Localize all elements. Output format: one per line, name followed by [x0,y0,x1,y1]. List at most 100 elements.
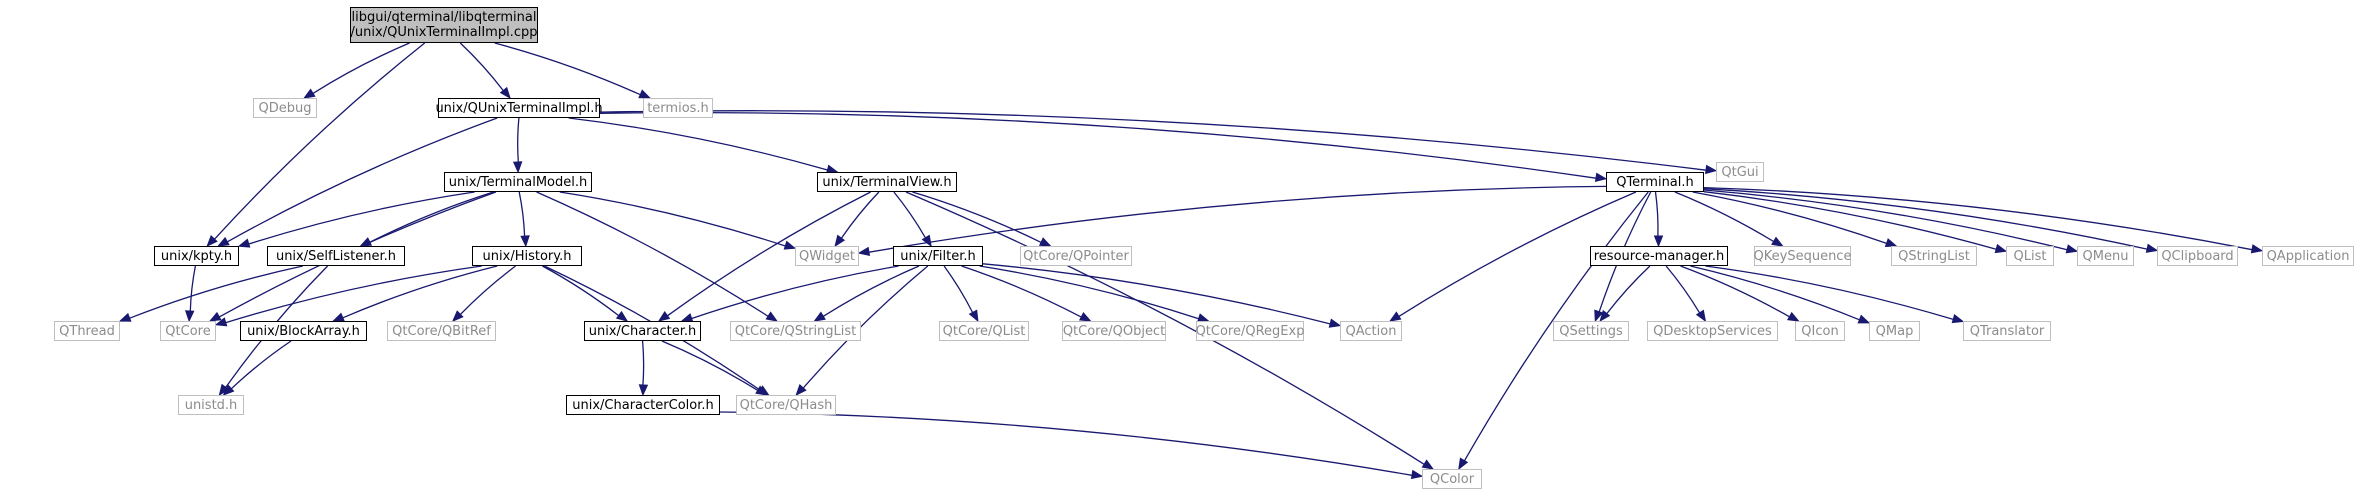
node-label: termios.h [647,100,709,116]
node-label: QColor [1429,471,1475,487]
arrowhead-filter-to-qtcore_qlist [968,309,979,323]
edge-history-to-qtcore [225,265,482,324]
edge-qterminal-to-qwidget [868,185,1607,253]
node-history[interactable]: unix/History.h [472,246,582,266]
node-qtcore-qpointer: QtCore/QPointer [1020,246,1132,266]
node-label: QtCore/QStringList [734,323,857,339]
node-qterminal[interactable]: QTerminal.h [1606,172,1704,192]
node-qlist: QList [2006,246,2054,266]
node-label: QIcon [1801,323,1839,339]
edge-filter-to-qtcore_qstringlist [822,265,920,317]
node-filter[interactable]: unix/Filter.h [893,246,983,266]
arrowhead-terminalview-to-qwidget [834,234,846,248]
node-quniximpl-h[interactable]: unix/QUnixTerminalImpl.h [435,98,603,118]
node-character[interactable]: unix/Character.h [584,321,701,341]
node-label: unix/History.h [482,248,572,264]
node-qaction: QAction [1340,321,1402,341]
edge-terminalview-to-filter [893,191,926,239]
edge-terminalview-to-qwidget [840,191,880,239]
node-root-label-line: /unix/QUnixTerminalImpl.cpp [350,25,538,40]
node-label: QDebug [258,100,312,116]
node-qcolor: QColor [1422,469,1482,489]
node-qtcore-qbitref: QtCore/QBitRef [387,321,496,341]
node-label: QApplication [2266,248,2350,264]
node-label: QtCore/QPointer [1023,248,1129,264]
node-label: QClipboard [2161,248,2234,264]
node-selflistener[interactable]: unix/SelfListener.h [267,246,405,266]
arrowhead-resourcemanager-to-qmap [1857,314,1871,324]
edge-character-to-qtcore_qhash [661,340,759,391]
arrowhead-qterminal-to-qsettings [1594,309,1604,323]
edge-qterminal-to-qstringlist [1692,191,1887,245]
arrowhead-terminalmodel-to-qwidget [783,240,797,250]
arrowhead-root-to-quniximpl_h [499,86,511,100]
edge-qterminal-to-qcolor [1463,191,1649,462]
edge-terminalview-to-character [667,191,871,317]
node-label: QtCore [165,323,211,339]
arrowhead-quniximpl_h-to-qterminal [1594,172,1608,182]
node-qtcore-qhash: QtCore/QHash [736,395,836,415]
arrowhead-kpty-to-qtcore [184,310,195,323]
node-label: unix/TerminalModel.h [448,174,588,190]
edge-quniximpl_h-to-terminalmodel [517,117,520,163]
edge-filter-to-qtcore_qhash [802,265,929,389]
node-label: QThread [59,323,115,339]
node-qtgui: QtGui [1716,162,1764,182]
node-resourcemanager[interactable]: resource-manager.h [1590,246,1728,266]
arrowhead-character-to-qtcore_qhash [755,385,768,396]
node-qicon: QIcon [1795,321,1845,341]
node-label: unix/TerminalView.h [822,174,952,190]
node-kpty[interactable]: unix/kpty.h [154,246,239,266]
arrowhead-resourcemanager-to-qtranslator [1951,314,1965,324]
node-terminalmodel[interactable]: unix/TerminalModel.h [444,172,592,192]
edge-quniximpl_h-to-terminalview [568,117,828,171]
edge-qterminal-to-qapplication [1703,186,2253,251]
edge-terminalmodel-to-qtcore_qstringlist [536,191,769,317]
arrowhead-qterminal-to-qlist [1994,243,2008,254]
node-qwidget: QWidget [795,246,859,266]
edge-filter-to-qtcore_qregexp [979,265,1199,320]
edge-kpty-to-qtcore [189,265,197,312]
arrowhead-qterminal-to-resourcemanager [1653,235,1664,248]
arrowhead-terminalview-to-qtcore_qpointer [1038,237,1052,247]
edge-root-to-termios [494,42,641,96]
node-label: QTranslator [1969,323,2045,339]
edge-filter-to-qaction [982,263,1331,325]
node-charactercolor[interactable]: unix/CharacterColor.h [566,395,720,415]
edge-terminalview-to-qcolor [905,191,1425,465]
edge-qterminal-to-qkeysequence [1674,191,1774,243]
node-label: QStringList [1898,248,1970,264]
node-terminalview[interactable]: unix/TerminalView.h [817,172,957,192]
node-label: unix/BlockArray.h [247,323,360,339]
node-qclipboard: QClipboard [2157,246,2238,266]
node-blockarray[interactable]: unix/BlockArray.h [240,321,367,341]
edge-resourcemanager-to-qmap [1690,265,1860,321]
arrowhead-qterminal-to-qstringlist [1884,238,1898,248]
node-label: QTerminal.h [1616,174,1694,190]
node-label: resource-manager.h [1593,248,1725,264]
node-qdesktopservices: QDesktopServices [1647,321,1778,341]
node-label: unix/SelfListener.h [275,248,397,264]
node-label: unix/Filter.h [900,248,976,264]
edge-qterminal-to-resourcemanager [1654,191,1659,237]
arrowhead-quniximpl_h-to-terminalmodel [512,161,523,174]
arrowhead-filter-to-qtcore_qobject [1079,312,1092,322]
arrowhead-qterminal-to-qwidget [857,246,871,257]
node-label: QtGui [1721,164,1759,180]
edge-terminalview-to-qtcore_qpointer [912,191,1042,243]
node-root[interactable]: libgui/qterminal/libqterminal/unix/QUnix… [350,7,538,43]
edge-filter-to-qtcore_qobject [961,265,1082,318]
arrowhead-terminalview-to-qcolor [1421,459,1435,470]
arrowhead-terminalview-to-character [657,311,671,322]
edge-quniximpl_h-to-qtgui [599,110,1707,171]
arrowhead-qterminal-to-qkeysequence [1771,236,1784,247]
node-label: unix/kpty.h [160,248,233,264]
node-label: QtCore/QRegExp [1195,323,1305,339]
node-qtcore-qregexp: QtCore/QRegExp [1196,321,1304,341]
node-label: unix/Character.h [588,323,697,339]
node-qdebug: QDebug [253,98,317,118]
node-qtcore-qobject: QtCore/QObject [1062,321,1166,341]
node-label: unistd.h [184,397,238,413]
arrowhead-filter-to-qaction [1328,318,1342,328]
